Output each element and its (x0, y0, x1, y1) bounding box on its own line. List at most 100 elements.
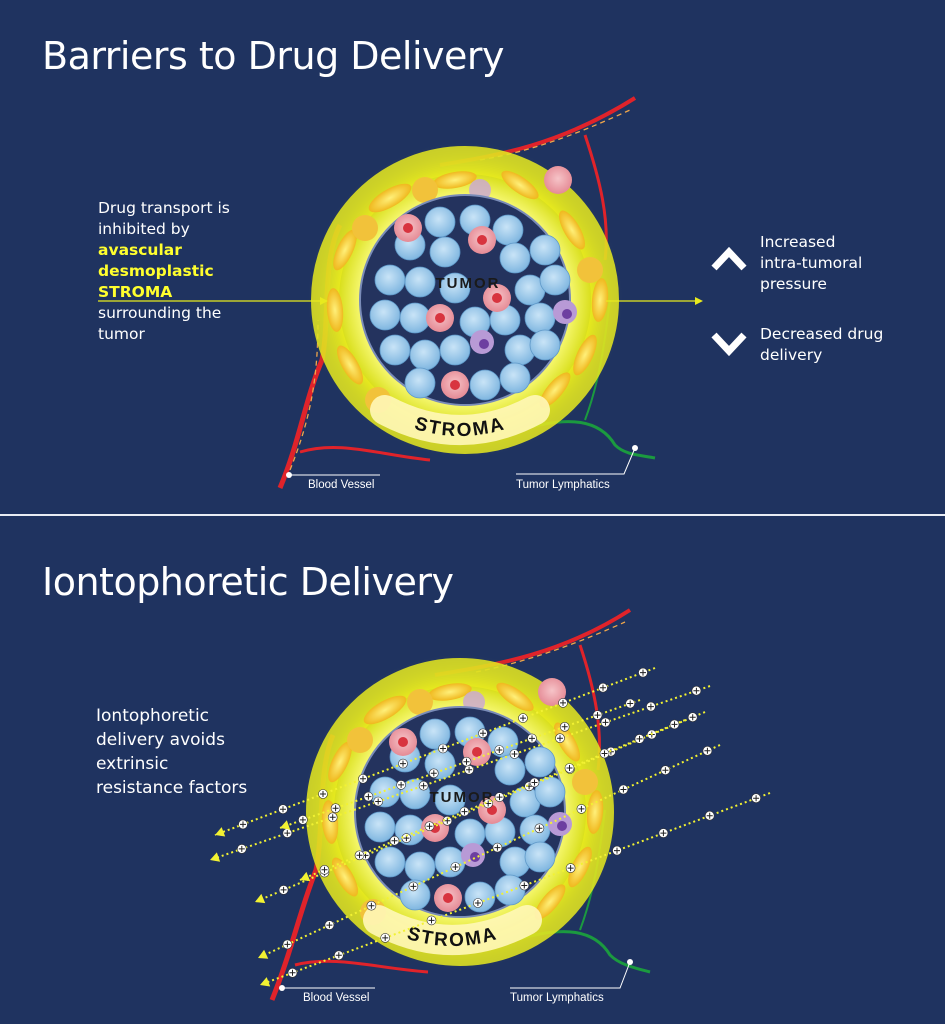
bottom-desc-line3: extrinsic (96, 754, 169, 774)
top-desc-line1: Drug transport is (98, 199, 230, 217)
top-desc-line4: tumor (98, 325, 145, 343)
plus-sign-icon (326, 922, 333, 929)
plus-sign-icon (410, 883, 417, 890)
plus-sign-icon (428, 917, 435, 924)
drug-stream-arrowhead (255, 893, 266, 904)
drug-stream-arrowhead (260, 977, 271, 987)
drug-stream-arrowhead (258, 949, 269, 959)
plus-sign-icon (602, 719, 609, 726)
plus-sign-icon (496, 747, 503, 753)
plus-sign-icon (398, 781, 405, 788)
top-tumor-diagram: TUMOR STROMA (98, 96, 747, 489)
effect-1-line-3: pressure (760, 275, 827, 293)
top-description: Drug transport is inhibited by avascular… (98, 198, 230, 345)
plus-sign-icon (329, 814, 336, 821)
plus-sign-icon (600, 684, 606, 691)
bottom-tumor-diagram: TUMOR STROMA (209, 608, 771, 1001)
plus-sign-icon (480, 730, 486, 737)
plus-sign-icon (640, 669, 646, 676)
plus-sign-icon (299, 816, 306, 823)
plus-sign-icon (531, 779, 538, 786)
bottom-title: Iontophoretic Delivery (42, 560, 454, 604)
effect-2-line-1: Decreased drug (760, 325, 884, 343)
top-stroma-band (370, 395, 550, 445)
top-flow-arrows-left (289, 319, 319, 471)
plus-sign-icon (430, 770, 437, 777)
top-desc-line2: inhibited by (98, 220, 190, 238)
plus-sign-icon (557, 735, 563, 742)
plus-sign-icon (594, 712, 601, 719)
plus-sign-icon (238, 845, 245, 852)
chevron-down-icon (711, 332, 747, 357)
plus-sign-icon (566, 765, 573, 771)
bottom-desc-line2: delivery avoids (96, 730, 225, 750)
effect-1-line-1: Increased (760, 233, 836, 251)
top-left-arrowhead (320, 297, 328, 305)
drug-stream-arrowhead (215, 827, 226, 837)
plus-sign-icon (529, 735, 535, 742)
effect-1-line-2: intra-tumoral (760, 254, 863, 272)
chevron-up-icon (711, 246, 747, 271)
top-tumor-label: TUMOR (436, 275, 501, 292)
plus-sign-icon (335, 952, 342, 959)
drug-stream-arrowhead (280, 820, 291, 830)
plus-sign-icon (671, 721, 678, 728)
bottom-vessel-branch (294, 959, 429, 974)
plus-sign-icon (240, 821, 246, 828)
bottom-fibroblasts (321, 678, 604, 925)
plus-sign-icon (660, 830, 667, 837)
top-title: Barriers to Drug Delivery (42, 34, 505, 78)
drug-stream-line (209, 685, 711, 861)
plus-sign-icon (578, 805, 585, 812)
plus-sign-icon (284, 941, 291, 948)
top-lymph-leader (516, 447, 636, 475)
top-desc-highlight-1: avascular (98, 241, 182, 259)
bottom-blood-vessel-label: Blood Vessel (303, 992, 370, 1004)
bottom-stroma-band (363, 905, 542, 955)
plus-sign-icon (332, 805, 339, 812)
plus-sign-icon (689, 714, 696, 721)
plus-sign-icon (601, 750, 608, 757)
top-immune-cells (394, 214, 577, 399)
plus-sign-icon (426, 823, 433, 830)
effect-increased-pressure: Increased intra-tumoral pressure (760, 232, 862, 295)
bottom-tumor-label: TUMOR (430, 789, 495, 806)
drug-stream-arrowhead (210, 852, 221, 862)
plus-sign-icon (463, 758, 470, 765)
plus-sign-icon (420, 782, 427, 789)
bottom-description: Iontophoretic delivery avoids extrinsic … (96, 704, 247, 800)
plus-sign-icon (496, 794, 503, 801)
top-right-arrowhead (695, 297, 703, 305)
plus-sign-icon (280, 806, 286, 813)
plus-sign-icon (466, 766, 473, 773)
plus-sign-icon (520, 715, 526, 722)
plus-sign-icon (321, 866, 328, 873)
plus-sign-icon (280, 886, 287, 893)
plus-sign-icon (391, 837, 398, 844)
top-lymphatics-label: Tumor Lymphatics (516, 479, 610, 491)
bottom-desc-line4: resistance factors (96, 778, 248, 798)
plus-sign-icon (452, 864, 459, 870)
bottom-desc-line1: Iontophoretic (96, 706, 210, 726)
plus-sign-icon (693, 687, 700, 694)
drug-stream-line (259, 792, 771, 986)
bottom-lymph-leader (510, 961, 631, 989)
drug-stream-line (254, 711, 706, 903)
plus-sign-icon (365, 793, 372, 800)
plus-sign-icon (614, 847, 620, 854)
effect-2-line-2: delivery (760, 346, 823, 364)
plus-sign-icon (360, 775, 366, 782)
plus-sign-icon (375, 798, 382, 805)
plus-sign-icon (627, 700, 634, 707)
drug-stream-line (279, 699, 641, 829)
plus-sign-icon (400, 760, 406, 767)
plus-sign-icon (521, 882, 528, 889)
plus-sign-icon (706, 812, 713, 819)
plus-sign-icon (561, 723, 568, 730)
top-desc-line3: surrounding the (98, 304, 222, 322)
plus-sign-icon (636, 735, 643, 742)
bottom-lymphatics-label: Tumor Lymphatics (510, 992, 604, 1004)
plus-sign-icon (444, 817, 451, 824)
